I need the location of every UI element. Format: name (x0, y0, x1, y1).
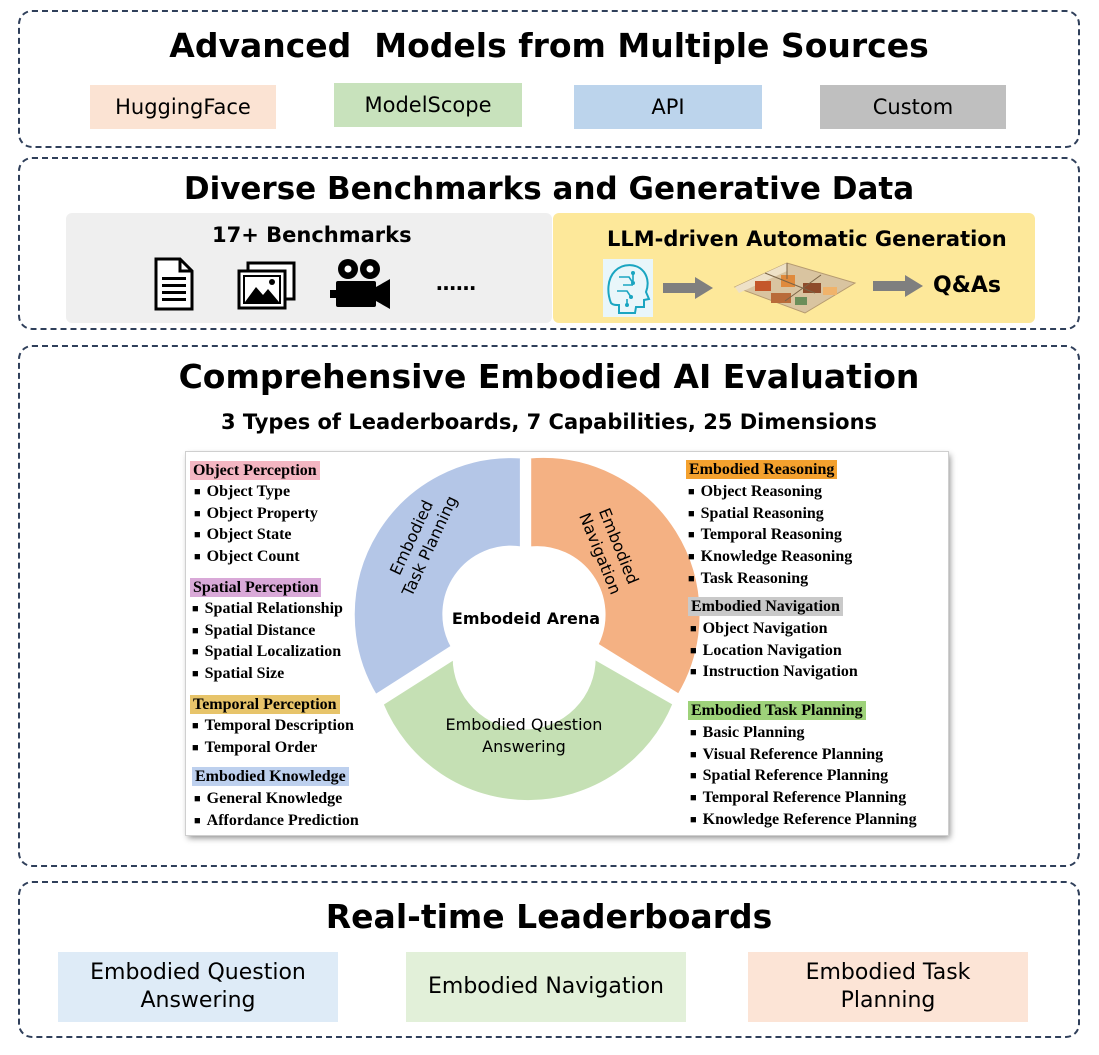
dimension-item: Temporal Order (192, 738, 318, 759)
dimension-item: Object Count (194, 547, 300, 568)
benchmarks-title: Diverse Benchmarks and Generative Data (183, 171, 915, 207)
dimension-item: Object Property (194, 504, 318, 525)
source-chip-huggingface: HuggingFace (90, 85, 276, 129)
leaderboards-title: Real-time Leaderboards (325, 897, 773, 936)
capability-figure: Embodeid Arena Embodied Task Planning Em… (186, 452, 948, 835)
dimension-item: Spatial Localization (192, 642, 341, 663)
evaluation-panel: Comprehensive Embodied AI Evaluation 3 T… (18, 345, 1080, 867)
image-gallery-icon (237, 261, 296, 310)
dimension-item: Spatial Reasoning (688, 504, 824, 525)
arrow-right-icon (873, 275, 923, 297)
source-chip-api: API (574, 85, 762, 129)
leaderboards-panel: Real-time Leaderboards Embodied Question… (18, 881, 1080, 1038)
generation-box: LLM-driven Automatic Generation (553, 213, 1035, 323)
dimension-item: Knowledge Reference Planning (690, 810, 917, 831)
dimension-item: Spatial Distance (192, 621, 316, 642)
dimension-item: Object State (194, 525, 292, 546)
dimension-item: Object Navigation (690, 619, 828, 640)
ring-segment-question-answering (380, 655, 676, 804)
dimension-item: Object Reasoning (688, 482, 822, 503)
ring-segment-task-planning (351, 455, 523, 698)
source-chip-modelscope: ModelScope (334, 83, 522, 127)
generation-output-label: Q&As (933, 273, 1002, 298)
category-temporal-perception: Temporal Perception (190, 695, 340, 714)
dimension-item: Affordance Prediction (194, 811, 359, 832)
leaderboard-navigation: Embodied Navigation (406, 952, 686, 1022)
benchmarks-ellipsis: …… (436, 271, 476, 295)
generation-label: LLM-driven Automatic Generation (607, 227, 1007, 251)
dimension-item: Task Reasoning (688, 569, 808, 590)
dimension-item: Instruction Navigation (690, 662, 858, 683)
category-embodied-knowledge: Embodied Knowledge (192, 767, 349, 786)
leaderboard-task-planning: Embodied Task Planning (748, 952, 1028, 1022)
evaluation-subtitle: 3 Types of Leaderboards, 7 Capabilities,… (220, 410, 878, 434)
dimension-item: Location Navigation (690, 641, 842, 662)
category-spatial-perception: Spatial Perception (190, 578, 322, 597)
video-camera-icon (330, 259, 390, 309)
benchmarks-count-label: 17+ Benchmarks (212, 223, 412, 247)
dimension-item: Object Type (194, 482, 290, 503)
benchmarks-box: 17+ Benchmarks …… (66, 213, 552, 323)
dimension-item: Temporal Description (192, 716, 354, 737)
category-object-perception: Object Perception (190, 461, 320, 480)
dimension-item: Temporal Reference Planning (690, 788, 907, 809)
category-embodied-task-planning: Embodied Task Planning (688, 701, 866, 720)
category-embodied-reasoning: Embodied Reasoning (686, 460, 838, 479)
capability-ring (351, 454, 703, 804)
leaderboard-question-answering: Embodied Question Answering (58, 952, 338, 1022)
dimension-item: General Knowledge (194, 789, 343, 810)
ring-center-label: Embodeid Arena (451, 609, 601, 628)
category-embodied-navigation: Embodied Navigation (688, 597, 843, 616)
sources-panel: Advanced Models from Multiple Sources Hu… (18, 10, 1080, 148)
arrow-right-icon (663, 277, 713, 299)
dimension-item: Basic Planning (690, 723, 805, 744)
dimension-item: Knowledge Reasoning (688, 547, 853, 568)
benchmarks-panel: Diverse Benchmarks and Generative Data 1… (18, 157, 1080, 330)
dimension-item: Temporal Reasoning (688, 525, 842, 546)
ring-label-question-answering: Embodied Question Answering (445, 715, 603, 756)
dimension-item: Spatial Reference Planning (690, 766, 888, 787)
document-icon (154, 257, 194, 311)
source-chip-custom: Custom (820, 85, 1006, 129)
3d-room-scene-icon (733, 262, 857, 314)
dimension-item: Visual Reference Planning (690, 745, 883, 766)
dimension-item: Spatial Size (192, 664, 285, 685)
ai-brain-icon (603, 259, 653, 317)
dimension-item: Spatial Relationship (192, 599, 343, 620)
evaluation-title: Comprehensive Embodied AI Evaluation (178, 357, 920, 396)
sources-title: Advanced Models from Multiple Sources (169, 26, 929, 65)
